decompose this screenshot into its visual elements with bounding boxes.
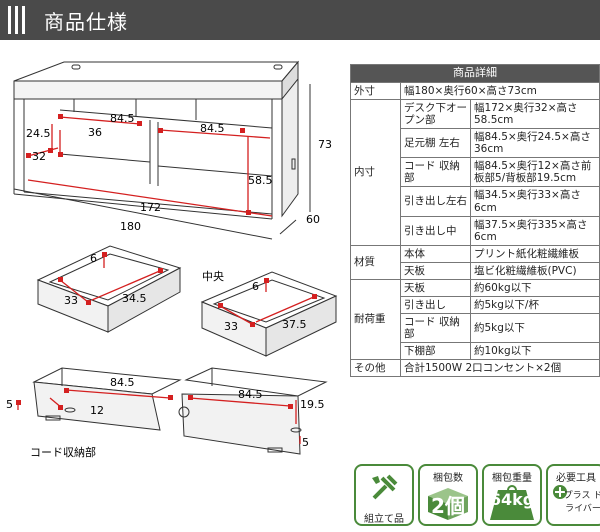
load-sub: 天板 xyxy=(400,278,471,297)
cord-dim-d: 12 xyxy=(90,404,104,417)
drawer-lr-diagram: 左右 33 34.5 6 xyxy=(36,245,182,333)
outer-label: 外寸 xyxy=(350,81,401,101)
drawer-c-h: 6 xyxy=(252,280,259,293)
load-sub: コード 収納部 xyxy=(400,312,471,344)
inner-val: 幅172×奥行32×高さ58.5cm xyxy=(470,99,600,130)
inner-label: 内寸 xyxy=(350,99,401,246)
dim-84-5-right: 84.5 xyxy=(200,122,225,135)
header-stripe xyxy=(22,6,25,34)
spec-table: 商品詳細 外寸 幅180×奥行60×高さ73cm 内寸 デスク下オープン部 幅1… xyxy=(350,64,600,378)
cord-storage-label: コード収納部 xyxy=(30,445,96,459)
drawer-c-d: 37.5 xyxy=(282,318,307,331)
dim-height-73: 73 xyxy=(318,138,332,151)
load-val: 約10kg以下 xyxy=(470,342,600,361)
material-val: 塩ビ化粧繊維板(PVC) xyxy=(470,261,600,280)
dim-172: 172 xyxy=(140,201,161,214)
cord-dim-f: 5 xyxy=(302,436,309,449)
inner-sub: コード 収納部 xyxy=(400,157,471,188)
material-val: プリント紙化粧繊維板 xyxy=(470,244,600,263)
pkg-count-label: 梱包数 xyxy=(433,473,463,484)
inner-val: 幅84.5×奥行24.5×高さ36cm xyxy=(470,128,600,159)
inner-val: 幅84.5×奥行12×高さ前板部5/背板部19.5cm xyxy=(470,157,600,188)
package-count-badge: 梱包数 2個 xyxy=(418,464,478,526)
drawer-lr-w: 33 xyxy=(64,294,78,307)
inner-sub: 足元棚 左右 xyxy=(400,128,471,159)
weight-icon xyxy=(490,485,534,520)
material-label: 材質 xyxy=(350,244,401,280)
load-val: 約5kg以下 xyxy=(470,312,600,344)
required-tools-badge: 必要工具 プラス ドライバー xyxy=(546,464,600,526)
cord-dim-b: 84.5 xyxy=(238,388,263,401)
material-sub: 本体 xyxy=(400,244,471,263)
inner-sub: 引き出し中 xyxy=(400,215,471,246)
load-val: 約5kg以下/杯 xyxy=(470,295,600,314)
drawer-c-w: 33 xyxy=(224,320,238,333)
desk-diagram: 84.5 84.5 24.5 36 32 58.5 172 180 73 60 xyxy=(13,60,332,240)
load-sub: 下棚部 xyxy=(400,342,471,361)
header-stripe xyxy=(8,6,11,34)
dim-depth-60: 60 xyxy=(306,213,320,226)
outer-value: 幅180×奥行60×高さ73cm xyxy=(400,81,600,101)
cord-dim-a: 84.5 xyxy=(110,376,135,389)
dim-58-5: 58.5 xyxy=(248,174,273,187)
load-label: 耐荷重 xyxy=(350,278,401,361)
other-value: 合計1500W 2口コンセント×2個 xyxy=(400,359,600,378)
dim-32: 32 xyxy=(32,150,46,163)
screwdriver-plus-icon xyxy=(553,485,567,499)
cord-storage-diagram: 84.5 84.5 19.5 12 5 5 コード収納部 xyxy=(6,367,328,459)
assembly-label: 組立て品 xyxy=(364,514,404,525)
drawer-c-diagram: 中央 33 37.5 6 xyxy=(200,270,338,357)
spec-title: 商品詳細 xyxy=(350,64,600,83)
box-icon xyxy=(428,488,468,520)
header-stripe xyxy=(15,6,18,34)
pkg-weight-label: 梱包重量 xyxy=(492,473,532,484)
section-header: 商品仕様 xyxy=(0,0,600,40)
dim-24-5: 24.5 xyxy=(26,127,51,140)
inner-val: 幅34.5×奥行33×高さ6cm xyxy=(470,186,600,217)
drawer-c-label: 中央 xyxy=(202,270,224,283)
dim-width-180: 180 xyxy=(120,220,141,233)
cord-dim-e: 5 xyxy=(6,398,13,411)
drawer-lr-h: 6 xyxy=(90,252,97,265)
inner-val: 幅37.5×奥行335×高さ6cm xyxy=(470,215,600,246)
pkg-weight-value: 64kg xyxy=(489,490,535,509)
load-val: 約60kg以下 xyxy=(470,278,600,297)
load-sub: 引き出し xyxy=(400,295,471,314)
assembly-badge: 組立て品 xyxy=(354,464,414,526)
material-sub: 天板 xyxy=(400,261,471,280)
dim-84-5-left: 84.5 xyxy=(110,112,135,125)
package-weight-badge: 梱包重量 64kg xyxy=(482,464,542,526)
page-title: 商品仕様 xyxy=(44,10,128,34)
drawer-lr-d: 34.5 xyxy=(122,292,147,305)
inner-sub: 引き出し左右 xyxy=(400,186,471,217)
pkg-count-value: 2個 xyxy=(431,494,465,518)
cord-dim-c: 19.5 xyxy=(300,398,325,411)
tools-label: 必要工具 xyxy=(556,473,596,484)
tools-icon xyxy=(372,474,398,500)
other-label: その他 xyxy=(350,359,401,378)
dim-36: 36 xyxy=(88,126,102,139)
inner-sub: デスク下オープン部 xyxy=(400,99,471,130)
tools-value: プラス ドライバー xyxy=(563,491,600,514)
